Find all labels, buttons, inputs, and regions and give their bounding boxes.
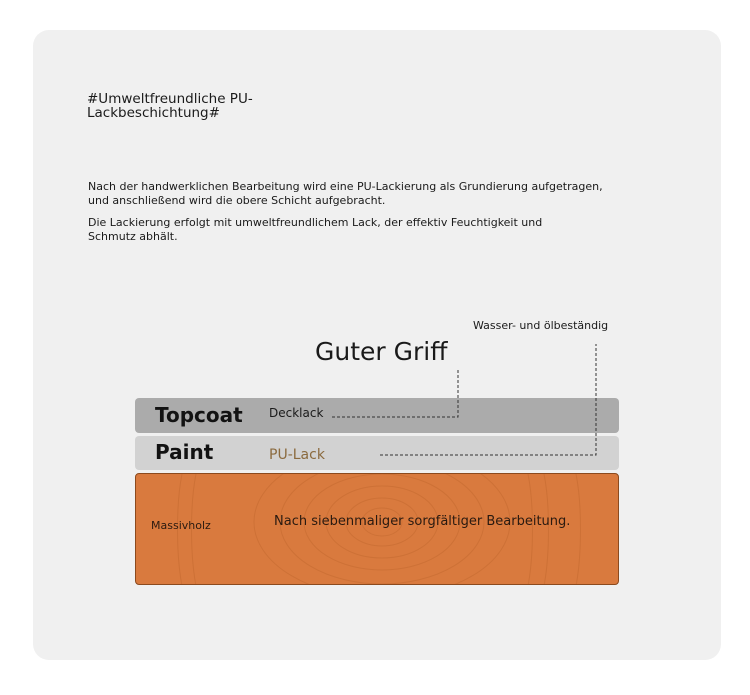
description-paragraph-1: Nach der handwerklichen Bearbeitung wird… [88, 180, 603, 207]
layer-paint-title: Paint [155, 440, 214, 464]
layer-topcoat-title: Topcoat [155, 403, 243, 427]
layer-solid-wood: Massivholz Nach siebenmaliger sorgfältig… [135, 473, 619, 585]
layer-topcoat: Topcoat Decklack [135, 398, 619, 433]
layer-solid-wood-description: Nach siebenmaliger sorgfältiger Bearbeit… [274, 514, 571, 529]
layer-paint-subtitle: PU-Lack [269, 447, 325, 463]
wood-grain-pattern [177, 474, 581, 584]
description-paragraph-2: Die Lackierung erfolgt mit umweltfreundl… [88, 216, 543, 243]
heading: #Umweltfreundliche PU-Lackbeschichtung# [87, 91, 253, 121]
layer-topcoat-subtitle: Decklack [269, 406, 324, 420]
callout-good-grip: Guter Griff [315, 337, 448, 366]
callout-water-resistant: Wasser- und ölbeständig [473, 319, 609, 332]
layer-solid-wood-label: Massivholz [151, 519, 211, 532]
layer-paint: Paint PU-Lack [135, 436, 619, 470]
